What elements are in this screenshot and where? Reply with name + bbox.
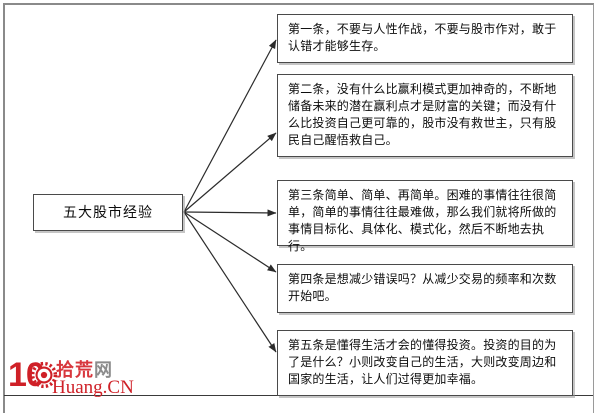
branch-node-3-label: 第三条简单、简单、再简单。困难的事情往往很简单，简单的事情往往最难做，那么我们就…: [288, 188, 557, 253]
connector-to-leaf-5: [183, 211, 277, 353]
watermark-site-name-en: Huang.CN: [52, 377, 134, 398]
branch-node-1-label: 第一条，不要与人性作战，不要与股市作对，敢于认错才能够生存。: [288, 22, 557, 53]
connector-to-leaf-3: [183, 209, 277, 217]
connector-to-leaf-1: [183, 39, 277, 213]
branch-node-5: 第五条是懂得生活才会的懂得投资。投资的目的为了是什么？小则改变自己的生活，大则改…: [277, 330, 573, 396]
branch-node-2-label: 第二条，没有什么比赢利模式更加神奇的，不断地储备未来的潜在赢利点才是财富的关键；…: [288, 82, 557, 147]
branch-node-1: 第一条，不要与人性作战，不要与股市作对，敢于认错才能够生存。: [277, 14, 573, 63]
watermark-site-name-cn-main: 拾荒: [56, 360, 94, 380]
branch-node-5-label: 第五条是懂得生活才会的懂得投资。投资的目的为了是什么？小则改变自己的生活，大则改…: [288, 338, 557, 386]
connector-to-leaf-4: [183, 211, 277, 273]
central-node-label: 五大股市经验: [63, 204, 153, 220]
watermark-site-name-cn-suffix: 网: [94, 360, 113, 380]
central-node: 五大股市经验: [33, 194, 183, 231]
watermark-site-name-cn: 拾荒网: [56, 360, 113, 380]
branch-node-2: 第二条，没有什么比赢利模式更加神奇的，不断地储备未来的潜在赢利点才是财富的关键；…: [277, 74, 573, 157]
branch-node-4-label: 第四条是想减少错误吗？从减少交易的频率和次数开始吧。: [288, 272, 557, 303]
watermark-logo: 10 拾荒网 Huang.CN: [8, 358, 143, 400]
branch-node-4: 第四条是想减少错误吗？从减少交易的频率和次数开始吧。: [277, 264, 573, 313]
connector-to-leaf-2: [183, 132, 277, 213]
gear-icon: [30, 361, 58, 389]
branch-node-3: 第三条简单、简单、再简单。困难的事情往往很简单，简单的事情往往最难做，那么我们就…: [277, 180, 573, 253]
